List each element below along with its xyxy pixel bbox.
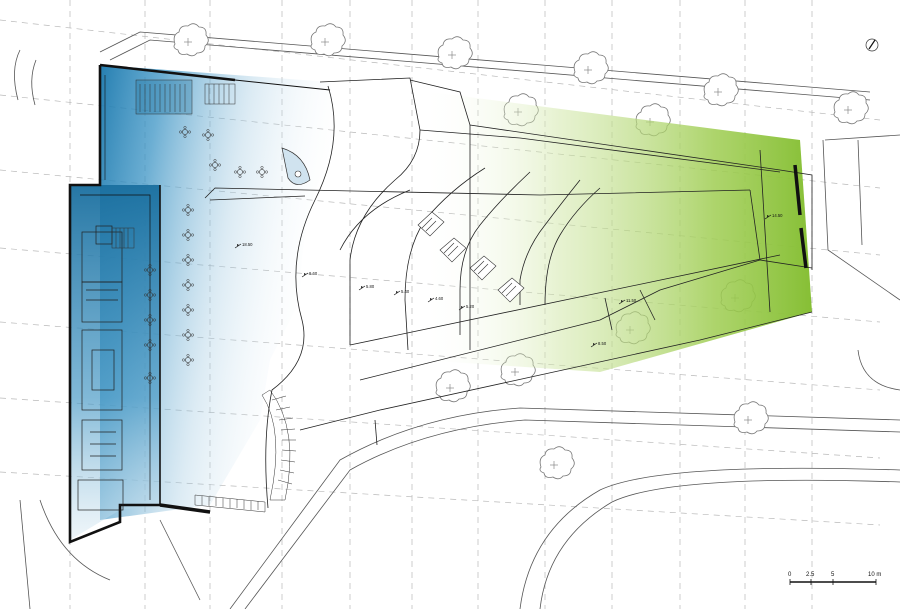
elevation-label: 18.50 (242, 242, 253, 247)
terraces (204, 77, 813, 509)
green-terrace-zone (420, 92, 812, 372)
elevation-label: 4.60 (435, 296, 444, 301)
service-rooms (77, 225, 124, 511)
elevation-label: 5.40 (401, 289, 410, 294)
east-walls (159, 164, 808, 514)
elevation-label: 5.80 (366, 284, 375, 289)
elevation-label: 5.20 (466, 304, 475, 309)
scale-tick-label: 0 (788, 572, 792, 578)
site-context (14, 31, 900, 609)
scale-tick-label: 5 (831, 572, 835, 578)
kiosk (281, 147, 311, 185)
staircase-icon (111, 79, 297, 513)
blue-service-wing (70, 185, 160, 540)
elevation-markers: 18.50 9.60 5.80 5.40 4.60 5.20 11.50 8.5… (234, 213, 783, 348)
scale-bar: 0 2.5 5 10 m (788, 572, 881, 585)
scale-tick-label: 10 m (868, 572, 881, 578)
building-outline (68, 63, 331, 544)
elevation-label: 11.50 (626, 298, 637, 303)
terrace-steps (417, 211, 525, 303)
north-arrow-icon (865, 38, 879, 52)
elevation-label: 14.50 (772, 213, 783, 218)
elevation-label: 8.50 (598, 341, 607, 346)
elevation-label: 9.60 (309, 271, 318, 276)
scale-tick-label: 2.5 (806, 572, 815, 578)
